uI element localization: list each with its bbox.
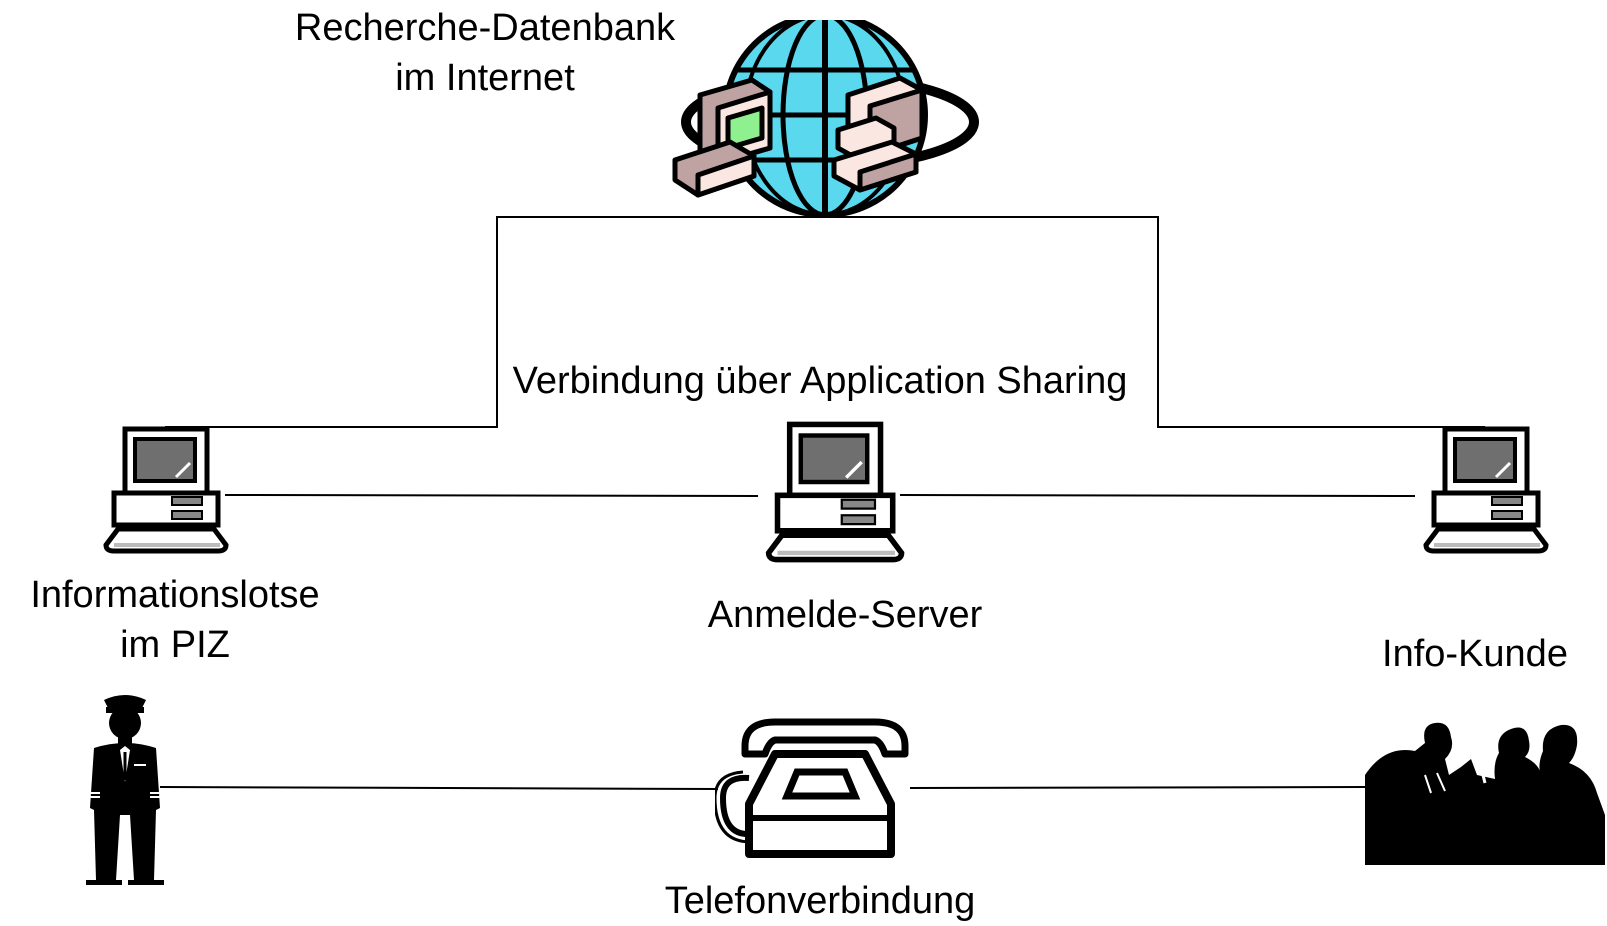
- telephone-icon: [715, 718, 909, 858]
- database-label-line2: im Internet: [395, 57, 575, 99]
- pilot-computer-icon: [103, 426, 229, 554]
- database-label-line1: Recherche-Datenbank: [294, 7, 676, 49]
- pilot-person-icon: [86, 695, 164, 885]
- pilot-label-line1: Informationslotse: [30, 574, 320, 616]
- globe-with-servers-icon: [672, 20, 979, 218]
- phone-link-right: [909, 786, 1366, 789]
- phone-label: Telefonverbindung: [664, 880, 976, 922]
- customer-computer-icon: [1423, 426, 1549, 554]
- database-label: Recherche-Datenbank im Internet: [240, 3, 730, 103]
- server-computer-icon: [765, 421, 905, 563]
- server-label: Anmelde-Server: [707, 594, 983, 636]
- application-sharing-label: Verbindung über Application Sharing: [512, 360, 1128, 402]
- pilot-label-line2: im PIZ: [120, 624, 230, 666]
- pilot-label: Informationslotse im PIZ: [5, 570, 345, 670]
- network-link-right: [899, 494, 1416, 497]
- customer-label: Info-Kunde: [1382, 633, 1568, 675]
- people-at-table-icon: [1365, 722, 1605, 865]
- network-link-left: [224, 494, 759, 497]
- phone-link-left: [159, 786, 719, 790]
